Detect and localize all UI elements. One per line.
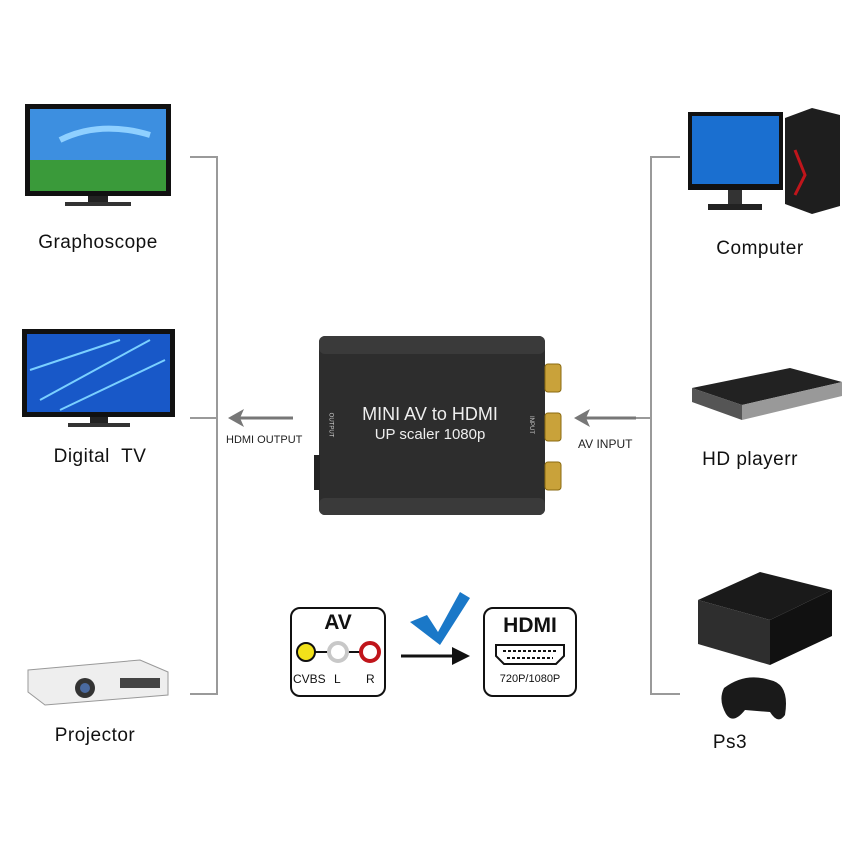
audio-left-port-icon (327, 641, 349, 663)
conversion-arrow (401, 647, 470, 665)
input-arrow (574, 409, 636, 427)
digital-tv-icon (22, 329, 175, 427)
device-label-computer: Computer (716, 238, 804, 259)
port-label-cvbs: CVBS (293, 672, 326, 686)
hdmi-box-title: HDMI (503, 614, 557, 637)
port-label-r: R (366, 672, 375, 686)
computer-icon (688, 108, 840, 214)
av-input-label: AV INPUT (578, 437, 633, 451)
hdmi-resolution: 720P/1080P (499, 673, 561, 685)
port-label-l: L (334, 672, 341, 686)
av-box-title: AV (324, 611, 352, 634)
graphoscope-tv-icon (25, 104, 171, 206)
device-label-graphoscope: Graphoscope (38, 232, 158, 253)
checkmark-icon (410, 592, 470, 645)
left-bracket (190, 156, 218, 695)
device-label-hd-player: HD playerr (702, 449, 798, 470)
device-label-ps3: Ps3 (712, 732, 748, 753)
hd-player-icon (692, 368, 842, 420)
converter-title: MINI AV to HDMI (362, 404, 498, 424)
hdmi-output-label: HDMI OUTPUT (226, 434, 303, 446)
output-arrow (228, 409, 293, 427)
audio-right-port-icon (359, 641, 381, 663)
ps3-icon (698, 572, 832, 720)
converter-input-side: INPUT (528, 416, 534, 434)
cvbs-port-icon (296, 642, 316, 662)
converter-device (314, 336, 562, 515)
projector-icon (27, 659, 169, 706)
right-bracket (636, 156, 680, 695)
hdmi-connector-icon (495, 644, 565, 665)
converter-output-side: OUTPUT (327, 412, 334, 438)
device-label-projector: Projector (54, 725, 136, 746)
device-label-digital-tv: Digital TV (53, 446, 147, 467)
converter-subtitle: UP scaler 1080p (374, 426, 486, 443)
